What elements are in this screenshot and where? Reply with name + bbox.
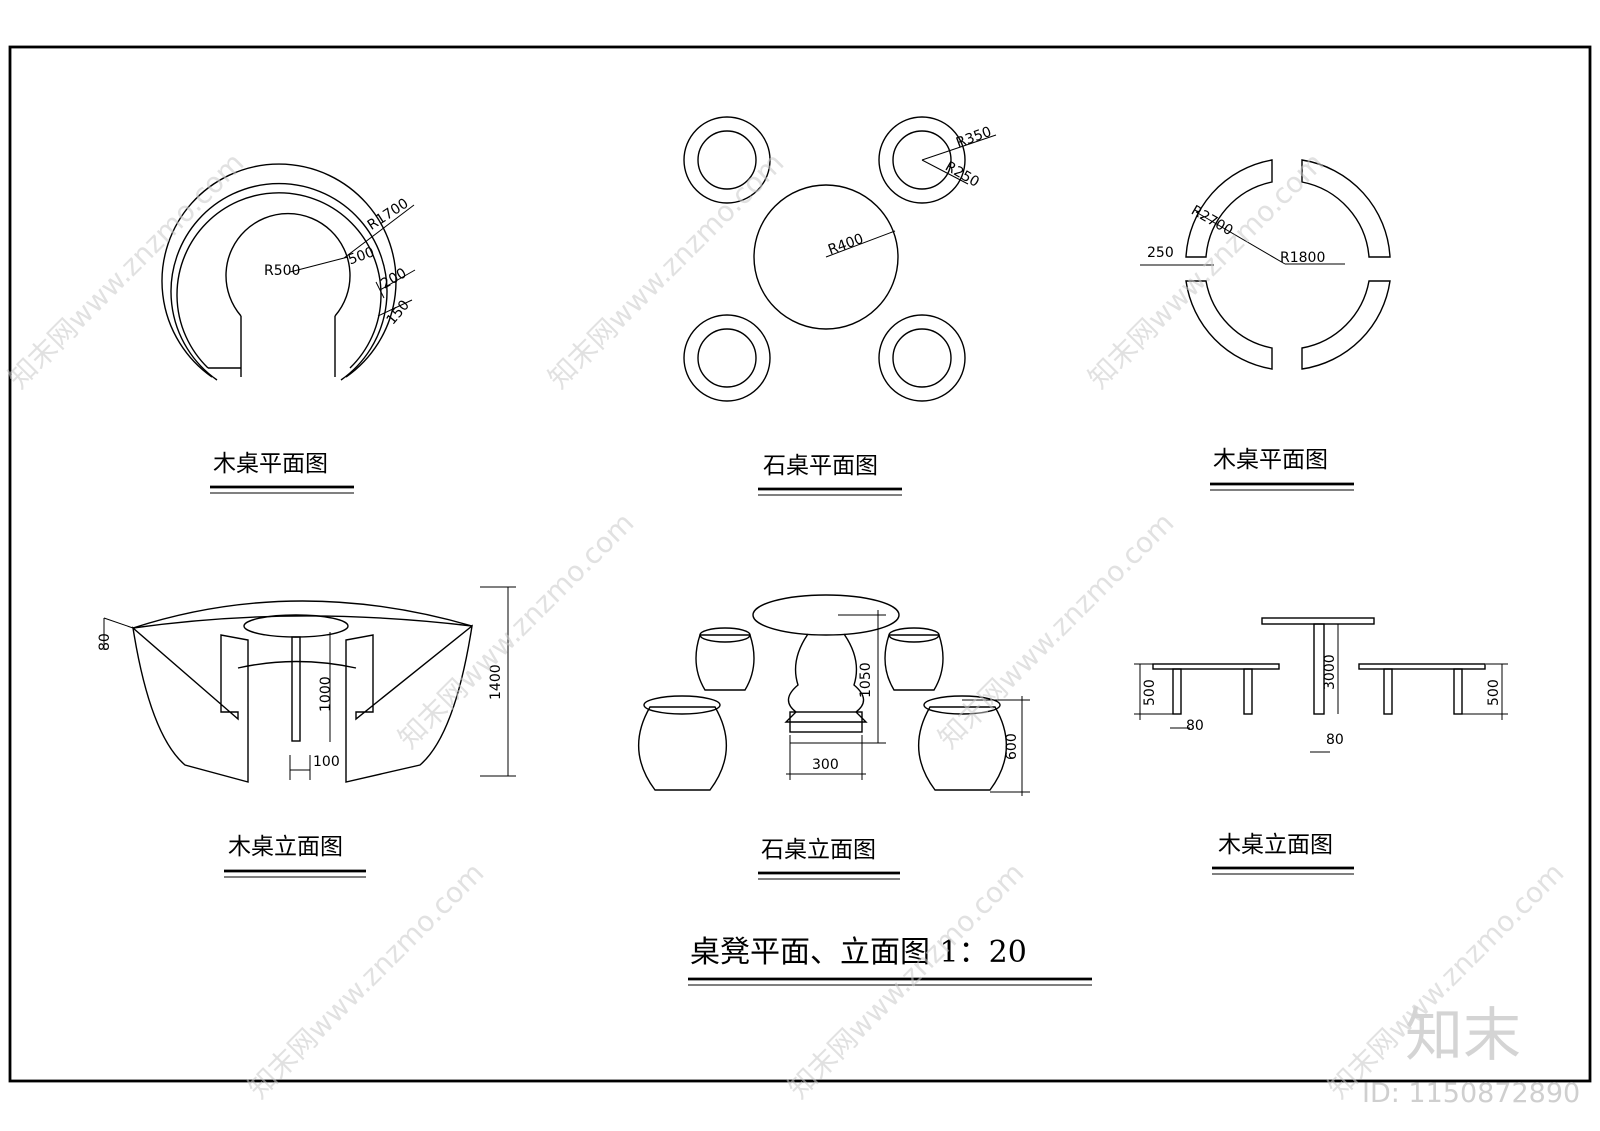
- watermark-text: 知末网www.znzmo.com: [2, 146, 251, 395]
- watermark-text: 知末网www.znzmo.com: [242, 856, 491, 1105]
- wood-plan-1-dim-r500: R500: [264, 263, 300, 279]
- wood-elev-2-dim-80-left: 80: [1186, 718, 1204, 734]
- stone-elev-dim-300: 300: [812, 757, 839, 773]
- wood-elev-1-dim-100: 100: [313, 754, 340, 770]
- wood-elev-1-dim-80: 80: [97, 633, 113, 651]
- wood-plan-2-title: 木桌平面图: [1213, 447, 1328, 473]
- wood-elev-2-drawing: [1134, 617, 1508, 753]
- stone-plan-dim-r250: R250: [942, 159, 982, 191]
- main-title: 桌凳平面、立面图 1：20: [690, 935, 1027, 970]
- wood-elev-1-dim-1000: 1000: [318, 676, 334, 712]
- watermark-id: ID: 1150872890: [1362, 1078, 1580, 1109]
- wood-plan-1-title: 木桌平面图: [213, 451, 328, 477]
- wood-elev-1-dim-1400: 1400: [488, 664, 504, 700]
- wood-elev-2-title: 木桌立面图: [1218, 832, 1333, 858]
- wood-plan-2-drawing: [1140, 159, 1391, 370]
- watermark-text: 知末网www.znzmo.com: [1082, 146, 1331, 395]
- sheet-border: [8, 45, 1592, 1083]
- stone-elev-dim-1050: 1050: [858, 662, 874, 698]
- stone-elev-dim-600: 600: [1004, 733, 1020, 760]
- watermark-text: 知末网www.znzmo.com: [542, 146, 791, 395]
- wood-elev-2-dim-80-center: 80: [1326, 732, 1344, 748]
- watermark-text: 知末网www.znzmo.com: [392, 506, 641, 755]
- wood-plan-2-dim-r1800: R1800: [1280, 250, 1325, 266]
- wood-plan-1-dim-r1700: R1700: [365, 196, 412, 234]
- stone-plan-drawing: [683, 116, 997, 402]
- watermark-text: 知末网www.znzmo.com: [932, 506, 1181, 755]
- wood-elev-1-drawing: [103, 586, 516, 783]
- wood-elev-2-dim-500-left: 500: [1142, 679, 1158, 706]
- stone-plan-dim-r400: R400: [826, 231, 866, 259]
- wood-plan-1-drawing: [161, 163, 416, 381]
- wood-elev-2-dim-3000: 3000: [1322, 654, 1338, 690]
- stone-elev-drawing: [638, 594, 1030, 796]
- wood-plan-1-dim-500: 500: [346, 244, 377, 268]
- wood-elev-1-title: 木桌立面图: [228, 834, 343, 860]
- wood-elev-2-dim-500-right: 500: [1486, 679, 1502, 706]
- watermark-text: 知末网www.znzmo.com: [782, 856, 1031, 1105]
- stone-plan-dim-r350: R350: [954, 124, 994, 152]
- watermark-logo: 知末: [1405, 1001, 1521, 1069]
- wood-plan-1-dim-200: 200: [378, 265, 409, 292]
- stone-elev-title: 石桌立面图: [761, 837, 876, 863]
- wood-plan-2-dim-250: 250: [1147, 245, 1174, 261]
- stone-plan-title: 石桌平面图: [763, 453, 878, 479]
